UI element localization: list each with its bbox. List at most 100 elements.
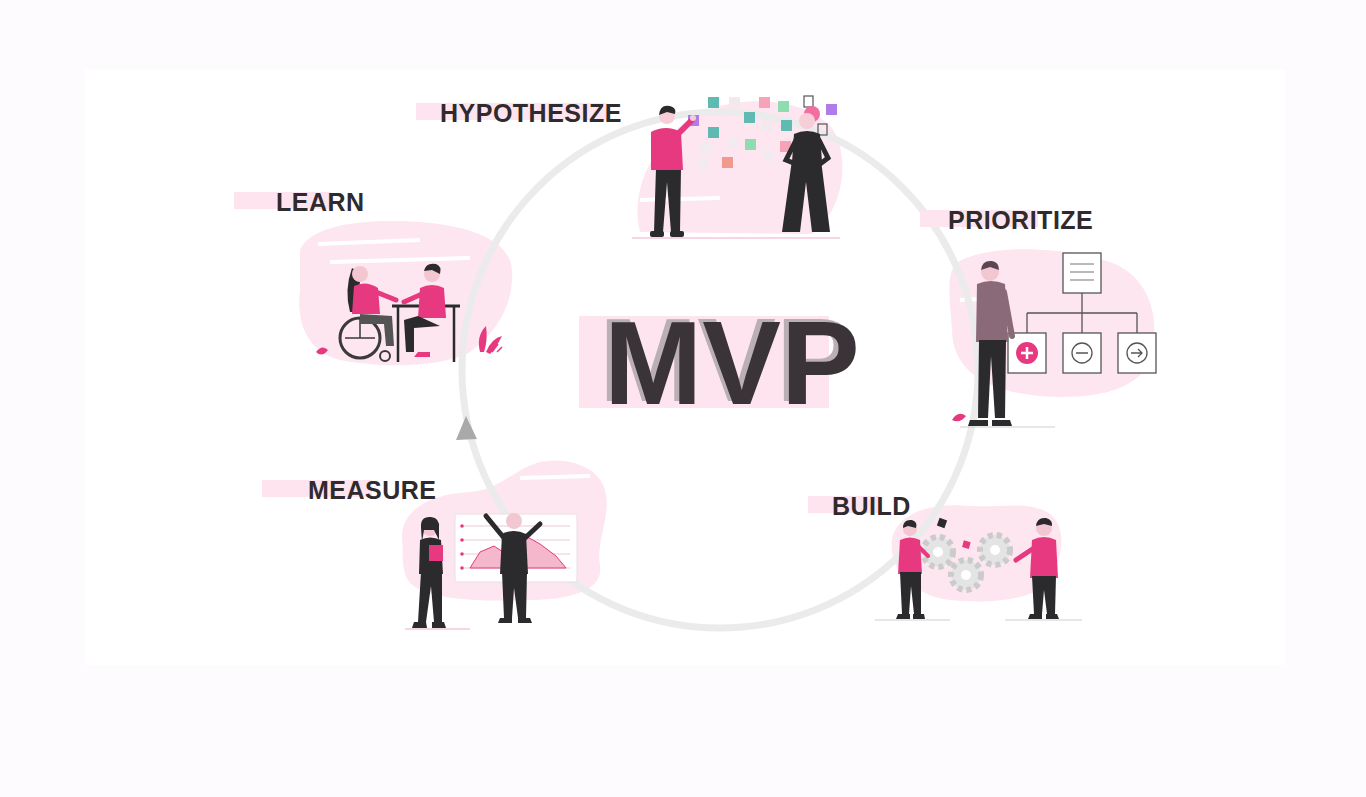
prioritize-illustration-part [1063, 333, 1101, 373]
build-illustration-part [962, 540, 971, 549]
learn-illustration-part [404, 294, 422, 302]
build-illustration-part [875, 619, 950, 620]
hypothesize-illustration-part [659, 106, 675, 115]
build-illustration-part [933, 547, 943, 557]
stage-label: BUILD [832, 493, 911, 521]
measure-illustration-part [460, 524, 464, 528]
measure-illustration-part [419, 538, 443, 575]
hypothesize-illustration-part [676, 120, 692, 136]
build-illustration-part [1030, 537, 1058, 578]
build-illustration-part [1005, 619, 1082, 620]
build-illustration-part [903, 520, 917, 528]
blobs [299, 101, 1154, 601]
hypothesize-illustration-part [826, 104, 837, 115]
measure-illustration-part [498, 618, 532, 623]
measure-illustration [405, 513, 577, 629]
hypothesize-illustration-part [700, 143, 711, 154]
build-illustration-part [1036, 518, 1052, 526]
build-illustration-part [1032, 576, 1056, 614]
hypothesize-illustration-part [744, 112, 755, 123]
hypothesize-illustration-part [818, 124, 827, 135]
cycle-ring [456, 112, 978, 628]
learn-illustration-part [414, 352, 430, 357]
stage-label: LEARN [276, 189, 365, 217]
measure-illustration-part [460, 538, 464, 542]
stage-label: MEASURE [308, 477, 437, 505]
hypothesize-illustration-part [786, 140, 796, 164]
hypothesize-illustration-part [819, 140, 828, 164]
hypothesize-illustration-part [654, 168, 681, 232]
hypothesize-illustration-part [804, 96, 813, 107]
hypothesize-illustration-part [781, 120, 792, 131]
measure-illustration-part [525, 524, 540, 538]
prioritize-illustration-part [1072, 343, 1092, 363]
build-illustration-part [896, 614, 925, 619]
hypothesize-illustration-part [729, 97, 740, 108]
measure-illustration-part [502, 572, 527, 618]
hypothesize-illustration-part [745, 139, 756, 150]
measure-illustration-part [506, 513, 522, 529]
hypothesize-illustration-part [670, 231, 684, 237]
build-illustration-part [1016, 548, 1034, 560]
learn-illustration-part [424, 264, 441, 274]
build-illustration-part [1028, 614, 1059, 619]
prioritize-illustration-part [960, 426, 1055, 427]
build-illustration-part [900, 572, 921, 614]
learn-illustration-part [352, 266, 368, 282]
build-illustration-part [937, 518, 947, 528]
learn-illustration-part [352, 283, 380, 314]
measure-illustration-part [429, 545, 443, 561]
build-illustration [875, 518, 1082, 620]
hypothesize-illustration-part [761, 121, 772, 132]
measure-illustration-part [460, 566, 464, 570]
prioritize-illustration-part [1021, 347, 1033, 359]
prioritize-illustration-part [978, 340, 1006, 418]
measure-illustration-part [405, 628, 470, 630]
build-illustration-part [951, 560, 981, 590]
prioritize-illustration-part [1118, 333, 1156, 373]
stage-name: BUILD [832, 493, 911, 521]
hypothesize-illustration-part [778, 101, 789, 112]
cycle-ring-part [462, 112, 978, 628]
hypothesize-illustration-part [799, 113, 815, 129]
stage-label: HYPOTHESIZE [440, 100, 622, 128]
build-illustration-part [918, 546, 928, 556]
prioritize-illustration-part [1076, 352, 1088, 354]
learn-illustration-part [380, 351, 390, 361]
stage-name: MEASURE [308, 477, 437, 505]
stage-label: PRIORITIZE [948, 207, 1093, 235]
learn-illustration-part [316, 347, 328, 354]
build-illustration-part [961, 570, 971, 580]
hypothesize-illustration-part [722, 157, 733, 168]
hypothesize-illustration-part [708, 127, 719, 138]
prioritize-illustration-part [1004, 292, 1012, 336]
build-illustration-part [923, 537, 953, 567]
prioritize-illustration-part [1063, 253, 1101, 293]
prioritize-illustration-part [1027, 293, 1137, 333]
hypothesize-illustration-part [727, 137, 738, 148]
prioritize-illustration-part [1070, 264, 1094, 280]
measure-illustration-part [418, 572, 442, 622]
learn-illustration-part [376, 292, 396, 300]
stage-name: LEARN [276, 189, 365, 217]
hypothesize-illustration-part [782, 160, 830, 232]
build-illustration-part [980, 535, 1010, 565]
measure-illustration-part [412, 622, 446, 628]
cycle-ring-part [456, 416, 477, 440]
stage-name: HYPOTHESIZE [440, 100, 622, 128]
hypothesize-illustration-part [632, 237, 840, 239]
blobs-part [637, 101, 842, 234]
stage-name: MVP [604, 304, 860, 422]
learn-illustration-part [479, 326, 502, 354]
prioritize-illustration-part [968, 420, 1012, 426]
prioritize-illustration [952, 253, 1156, 427]
panel [85, 70, 1285, 665]
prioritize-illustration-part [1016, 342, 1038, 364]
hypothesize-illustration-part [690, 115, 696, 121]
prioritize-illustration-part [1131, 349, 1142, 357]
stage-name: PRIORITIZE [948, 207, 1093, 235]
blobs-part [318, 198, 1000, 478]
learn-illustration-part [404, 316, 440, 352]
learn-illustration [316, 264, 502, 362]
